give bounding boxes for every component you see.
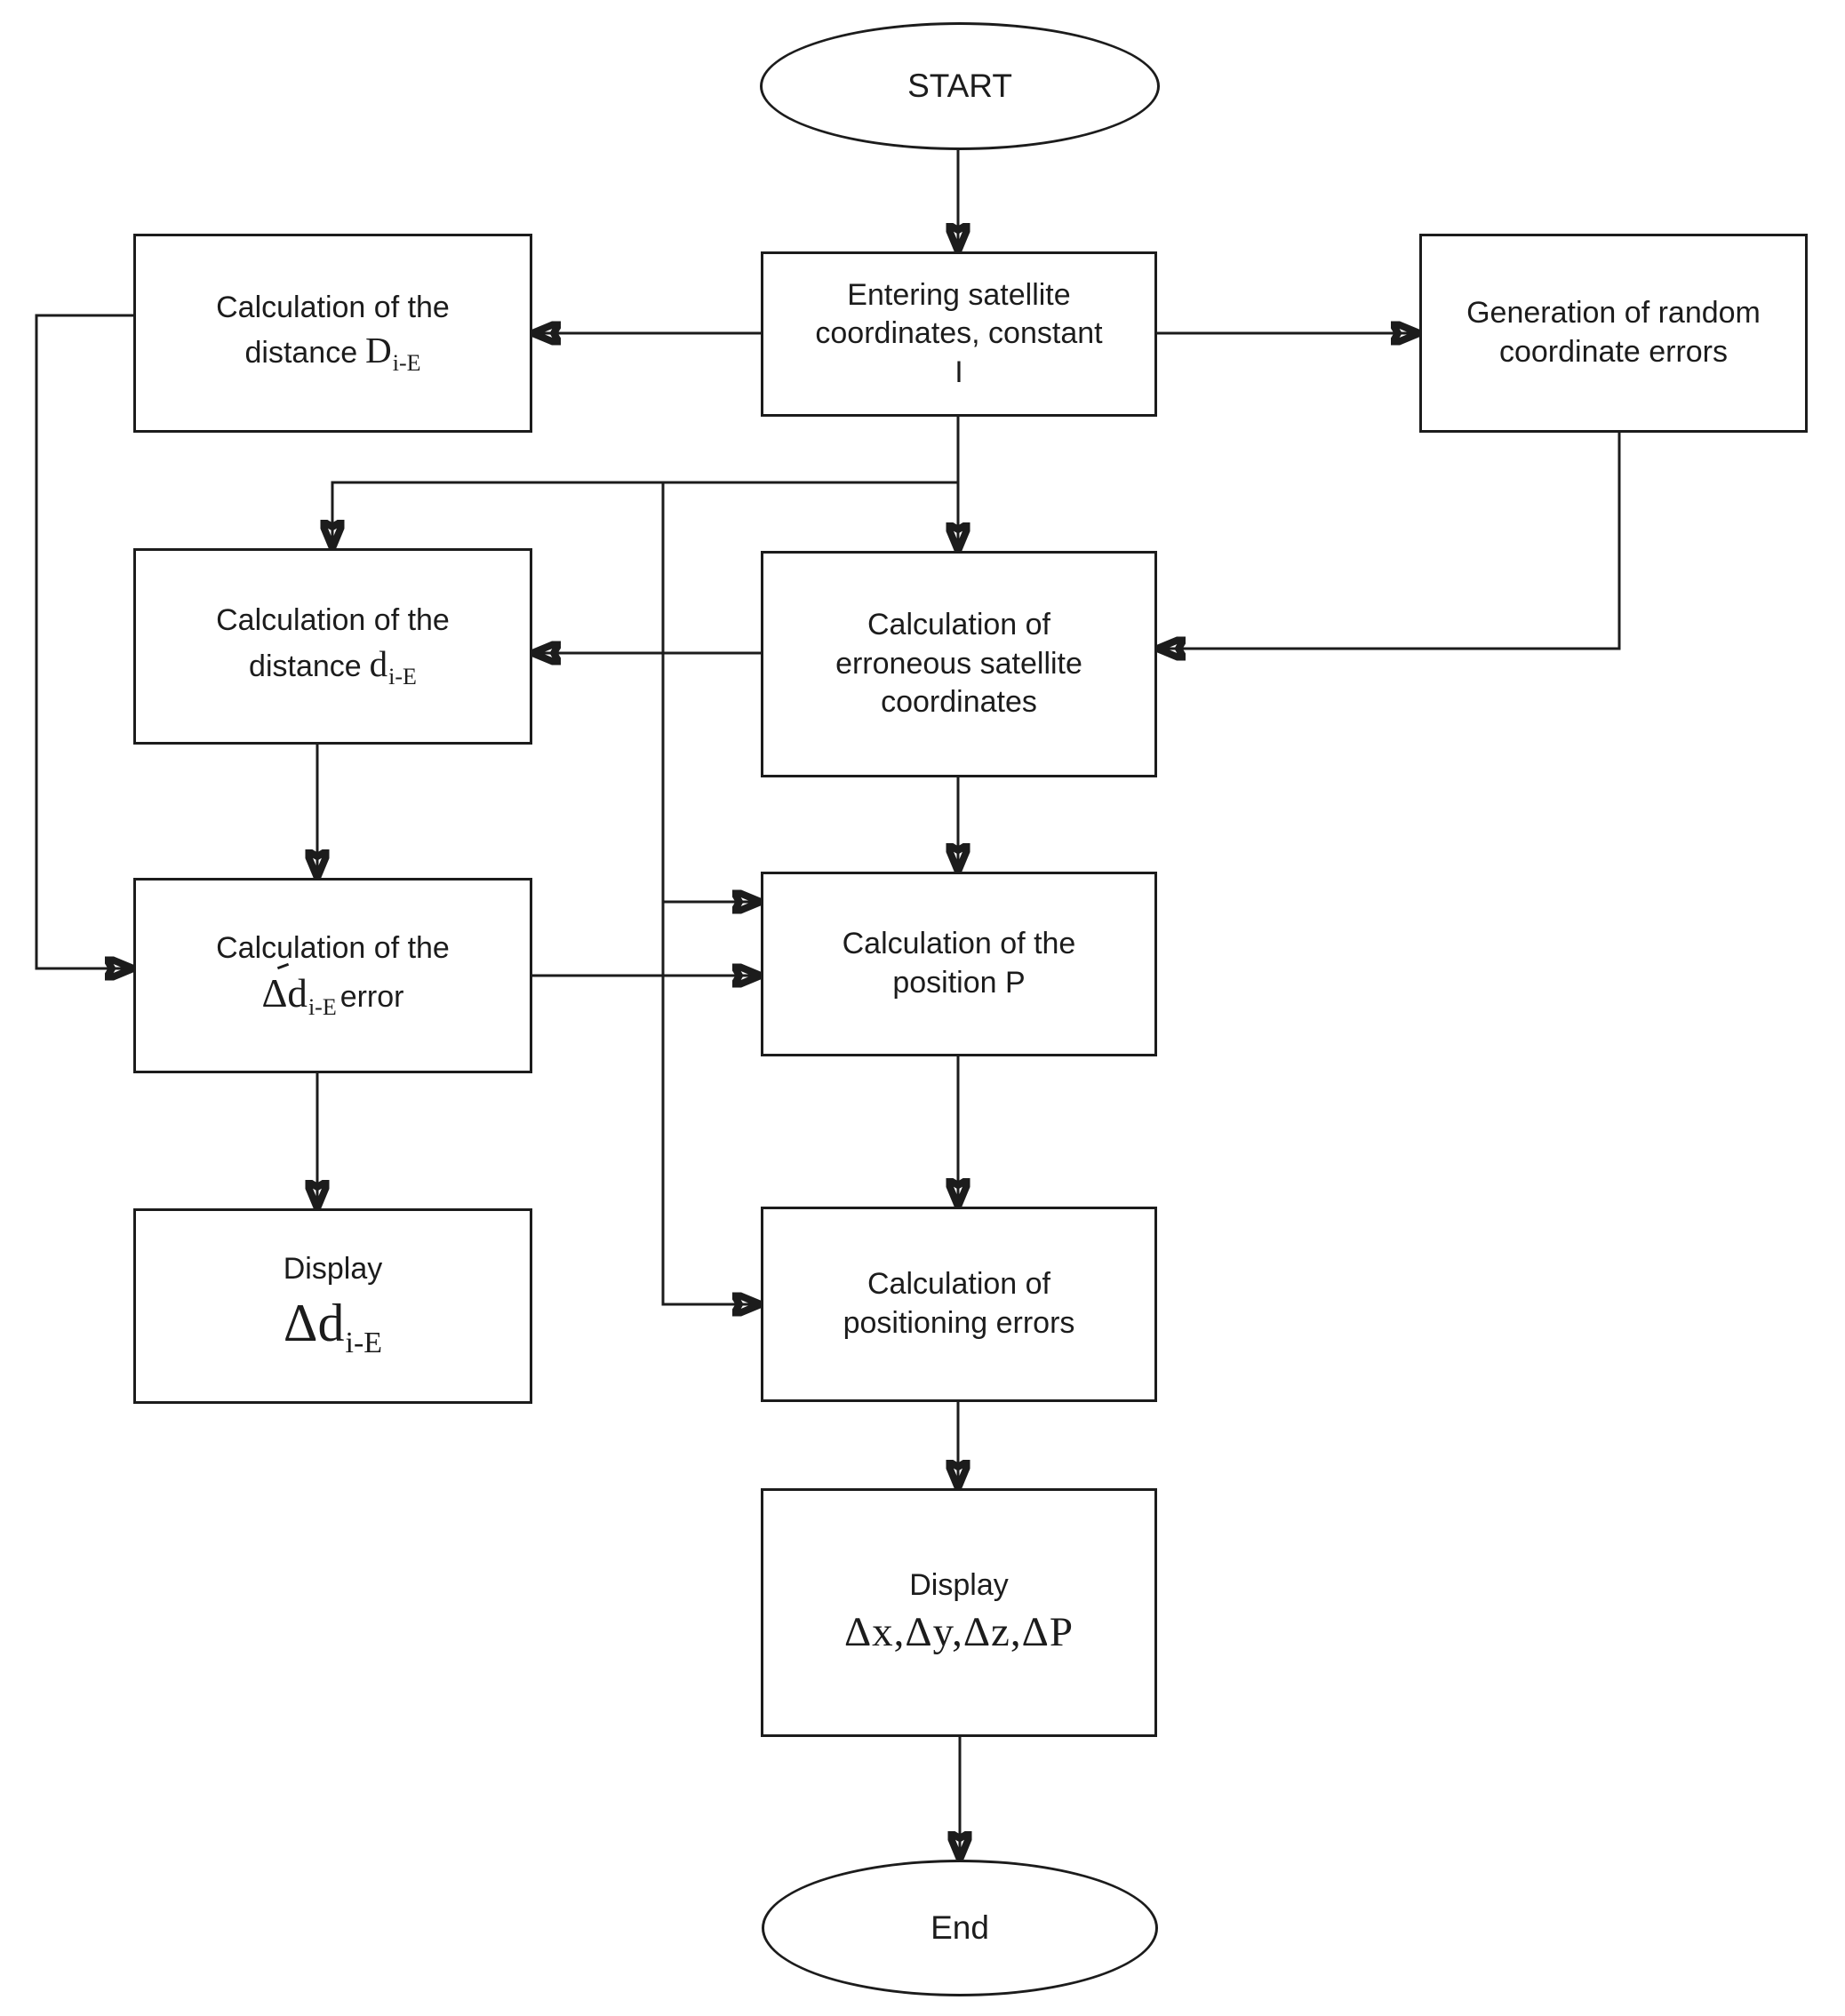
math-subscript: i-E	[388, 663, 417, 689]
math-symbol: Δd	[283, 1293, 345, 1352]
text-line: Calculation of	[867, 608, 1050, 642]
text-line: coordinates, constant	[815, 316, 1103, 351]
node-start: START	[760, 22, 1160, 150]
connector-branch-to-distance-d	[332, 481, 958, 545]
node-display-position-errors: Display Δx,Δy,Δz,ΔP	[761, 1488, 1157, 1737]
math-subscript: i-E	[392, 350, 421, 377]
node-text: Entering satellite coordinates, constant…	[815, 276, 1102, 393]
math-subscript: i-E	[345, 1326, 383, 1359]
math-subscript: i-E	[308, 993, 337, 1020]
text-fragment: error	[339, 979, 404, 1014]
node-label: End	[930, 1909, 989, 1947]
text-line: Δdi-E	[284, 1289, 382, 1363]
node-text: Calculation of the position P	[843, 925, 1076, 1002]
text-line: Calculation of the	[216, 290, 450, 324]
text-line: Calculation of the	[216, 931, 450, 966]
text-line: I	[954, 355, 963, 389]
text-line: coordinates	[881, 685, 1037, 720]
text-line: Entering satellite	[847, 277, 1071, 312]
node-calc-positioning-errors: Calculation of positioning errors	[761, 1207, 1157, 1402]
connector-distance-D-to-delta-error	[35, 314, 133, 968]
node-calc-position: Calculation of the position P	[761, 872, 1157, 1056]
math-symbol-wrap: Δd	[261, 962, 308, 1020]
node-text: Calculation of positioning errors	[843, 1265, 1075, 1343]
text-line: Calculation of the	[842, 927, 1076, 961]
text-fragment: distance	[244, 336, 358, 371]
math-symbol: Δd	[261, 970, 308, 1016]
node-text: Generation of random coordinate errors	[1466, 294, 1761, 371]
math-symbol: d	[369, 642, 388, 684]
node-text: Calculation of erroneous satellite coord…	[835, 606, 1082, 722]
text-line: Display	[283, 1251, 383, 1286]
node-end: End	[762, 1860, 1158, 1996]
node-generation-errors: Generation of random coordinate errors	[1419, 234, 1808, 433]
node-text: Display Δx,Δy,Δz,ΔP	[844, 1566, 1074, 1659]
text-line: position P	[892, 966, 1026, 1000]
text-line: erroneous satellite	[835, 646, 1082, 681]
text-line: coordinate errors	[1498, 335, 1728, 369]
text-line: positioning errors	[843, 1306, 1075, 1340]
text-line: Generation of random	[1466, 296, 1761, 331]
math-line: Δx,Δy,Δz,ΔP	[843, 1608, 1074, 1655]
node-text: Display Δdi-E	[284, 1250, 382, 1362]
node-display-delta-d: Display Δdi-E	[133, 1208, 532, 1404]
text-line: Calculation of the	[216, 603, 450, 638]
connector-branch-to-positioning-errors	[661, 482, 757, 1304]
connector-generation-to-erroneous	[1161, 433, 1621, 649]
node-calc-erroneous-coordinates: Calculation of erroneous satellite coord…	[761, 551, 1157, 777]
node-entering-coordinates: Entering satellite coordinates, constant…	[761, 251, 1157, 417]
math-symbol: D	[365, 330, 392, 371]
text-line: Calculation of	[867, 1267, 1050, 1302]
text-fragment: distance	[249, 649, 362, 683]
text-line: Display	[909, 1568, 1009, 1603]
node-label: START	[907, 68, 1012, 105]
